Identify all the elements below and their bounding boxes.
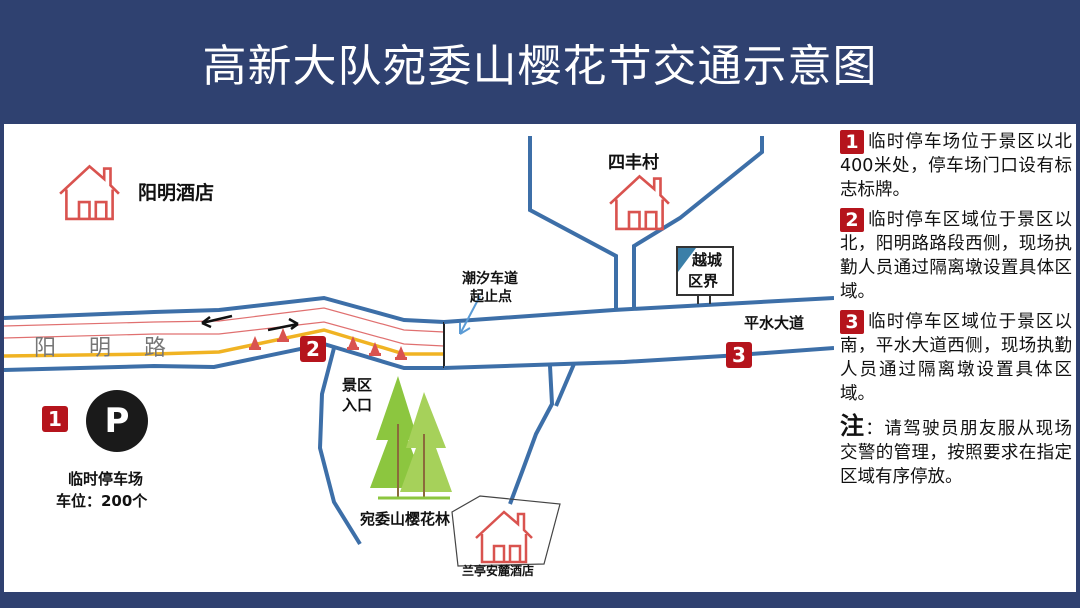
pingshui-road-top-edge — [443, 296, 834, 324]
house-icon — [58, 165, 121, 221]
pingshui-road-bottom-edge — [443, 346, 834, 370]
yangming-road-bottom-edge — [4, 341, 444, 372]
parking-icon: P — [86, 390, 148, 452]
footnote-label: 注 — [840, 412, 866, 440]
border-sign-line1: 越城 — [692, 251, 723, 269]
note-number: 1 — [840, 130, 864, 154]
house-icon — [474, 510, 534, 564]
scenic-entrance-label-2: 入口 — [342, 396, 373, 414]
forest-label: 宛委山樱花林 — [360, 510, 451, 528]
tidal-lane-line — [4, 328, 444, 358]
district-border-sign: 越城 区界 — [676, 246, 734, 296]
map-drawing — [4, 136, 834, 567]
tide-lane-label-2: 起止点 — [470, 289, 512, 305]
hotel-yangming-label: 阳明酒店 — [138, 182, 215, 204]
village-sifeng-label: 四丰村 — [608, 153, 659, 173]
page-title: 高新大队宛委山樱花节交通示意图 — [202, 41, 878, 92]
house-icon — [608, 175, 671, 231]
marker-badge-2: 2 — [300, 336, 326, 362]
road-yangming-label: 阳明路 — [34, 336, 200, 361]
parking-capacity: 车位：200个 — [56, 492, 148, 510]
footnote-text: ：请驾驶员朋友服从现场交警的管理，按照要求在指定区域有序停放。 — [840, 419, 1073, 487]
tide-lane-label-1: 潮汐车道 — [462, 271, 518, 287]
note-number: 2 — [840, 208, 864, 232]
hotel-lanting-label: 兰亭安麓酒店 — [462, 564, 535, 578]
parking-name: 临时停车场 — [68, 470, 144, 488]
marker-badge-1: 1 — [42, 406, 68, 432]
road-pingshui-label: 平水大道 — [744, 314, 805, 332]
marker-badge-3: 3 — [726, 342, 752, 368]
arrow-west — [201, 314, 233, 325]
traffic-map: 阳明酒店 四丰村 阳明路 潮汐车道 起止点 越城 区界 平水大道 景区 入口 宛… — [4, 124, 834, 592]
footnote: 注：请驾驶员朋友服从现场交警的管理，按照要求在指定区域有序停放。 — [840, 414, 1072, 489]
map-frame: 阳明酒店 四丰村 阳明路 潮汐车道 起止点 越城 区界 平水大道 景区 入口 宛… — [4, 124, 1076, 592]
note-text: 临时停车场位于景区以北400米处，停车场门口设有标志标牌。 — [840, 132, 1072, 200]
note-text: 临时停车区域位于景区以南，平水大道西侧，现场执勤人员通过隔离墩设置具体区域。 — [840, 312, 1072, 404]
yangming-road-top-edge — [4, 295, 445, 324]
note-number: 3 — [840, 310, 864, 334]
scenic-entrance-label-1: 景区 — [342, 376, 373, 394]
tree-icon — [400, 392, 452, 498]
arrow-east — [267, 322, 299, 332]
cone — [277, 328, 289, 342]
note-text: 临时停车区域位于景区以北，阳明路路段西侧，现场执勤人员通过隔离墩设置具体区域。 — [840, 210, 1072, 302]
border-sign-line2: 区界 — [688, 272, 719, 290]
